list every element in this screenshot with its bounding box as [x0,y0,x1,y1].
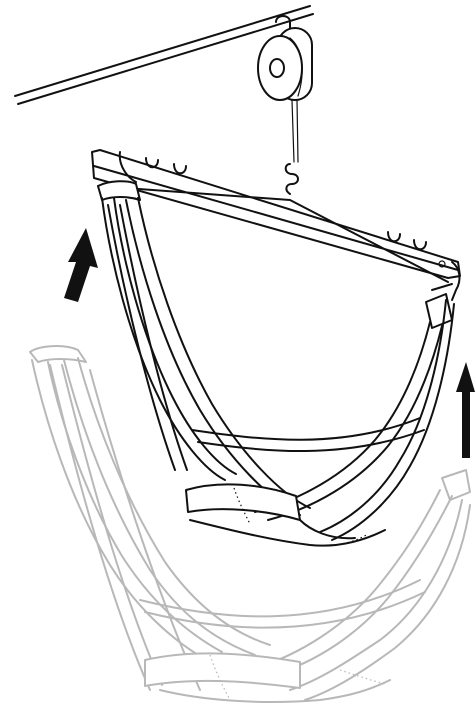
ghost-seat-pad [144,652,301,689]
bar-notch-4 [413,239,427,251]
pulley-hook [275,15,291,33]
cross-strap-a [191,417,421,441]
pulley [257,15,313,101]
pulley-wheel [257,35,303,101]
right-bar-hook [451,261,461,301]
ghost-stitch-line [209,654,231,701]
ghost-right-strap-inner [269,495,453,677]
seat-bottom [189,519,386,547]
ghost-seat-bottom [159,679,391,703]
right-up-arrow-icon [456,362,475,458]
raised-sling [97,180,455,547]
cable-right [296,99,299,163]
cable-hook [284,163,299,195]
stitch-line-a [233,487,251,525]
bar-notch-1 [145,157,159,169]
spreader-bar-underside [97,185,449,283]
bar-notch-2 [173,163,187,175]
right-strap-a [254,321,431,513]
left-leg-strap-a [125,199,301,516]
right-lift-arrow [456,362,475,458]
back-strap-b [119,204,188,471]
ghost-outer-left-strap [31,359,211,663]
right-strap-b [267,325,443,521]
left-lift-arrow [64,228,98,302]
ghost-cross-strap-a [139,579,421,618]
cable-left [291,99,295,163]
cross-strap-b [197,429,425,452]
left-bar-hook [118,151,137,197]
ghost-leg-strap-left [63,359,256,656]
left-up-arrow-icon [64,228,98,302]
lift-cable [284,99,299,195]
left-sling-loop [97,180,141,201]
left-outer-strap-b [113,197,237,475]
bar-notch-3 [387,231,401,243]
left-outer-strap-a [101,197,226,481]
ghost-left-loop [29,345,87,363]
ghost-right-outer-b [304,504,471,701]
right-outer-strap-a [319,299,447,533]
spreader-bar [91,149,461,301]
ghost-right-outer [289,499,463,691]
lowered-sling-ghost [29,345,471,703]
spreader-bar-edge [93,165,459,271]
right-outer-strap-b [331,303,455,541]
ghost-cross-strap-b [144,591,426,629]
pulley-wheel-edge [289,37,303,97]
ghost-back-strap-c [89,369,201,691]
ghost-back-strap-b [61,364,163,686]
bar-bolt [438,260,446,268]
right-loop-top [431,283,453,291]
ghost-back-strap-a [49,364,151,691]
stitch-line-b [329,533,369,546]
pulley-axle [269,58,285,78]
seat-fold [299,519,356,540]
left-leg-strap-b [137,197,311,509]
ceiling-rail-bottom [17,13,314,105]
ghost-stitch-line-b [339,669,386,685]
back-strap-a [107,204,176,471]
ghost-right-loop [441,469,471,501]
ghost-right-strap [254,489,441,669]
ceiling-rail-top [14,5,311,97]
ceiling-track [14,5,314,105]
